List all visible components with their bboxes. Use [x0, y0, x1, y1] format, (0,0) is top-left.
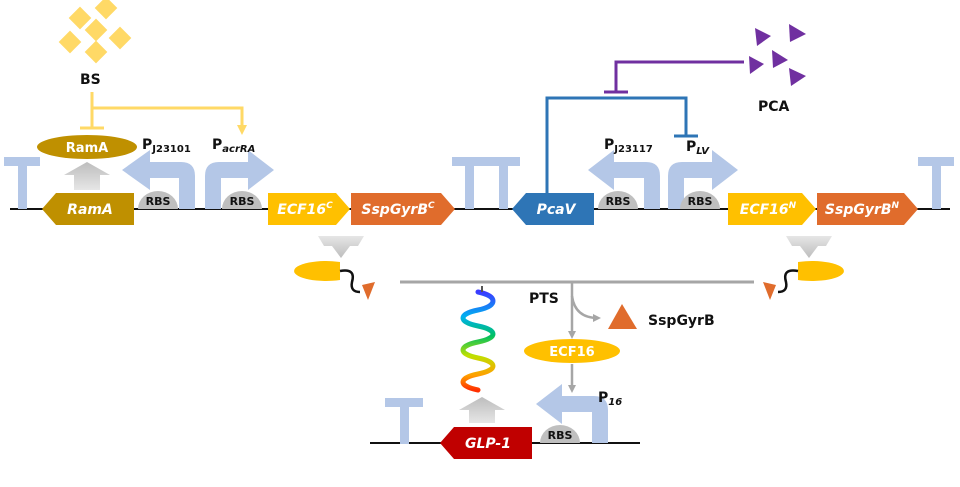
pca-regulation-line [604, 60, 744, 94]
expression-arrow-icon [318, 236, 364, 258]
promoter-j23117-icon [588, 150, 660, 209]
svg-text:RBS: RBS [606, 195, 631, 208]
gene-ecf16c: ECF16C [268, 193, 350, 225]
gene-pcav: PcaV [512, 193, 594, 225]
promoter-p16-label: P16 [598, 390, 622, 408]
svg-text:RBS: RBS [146, 195, 171, 208]
terminator-icon [452, 157, 486, 209]
svg-text:PcaV: PcaV [537, 202, 577, 218]
promoter-acrra-label: PacrRA [212, 137, 255, 155]
promoter-acrra-icon [205, 150, 274, 209]
promoter-lv-icon [668, 150, 738, 209]
svg-text:RamA: RamA [67, 202, 113, 218]
rbs-icon: RBS [598, 191, 638, 209]
expression-arrow-icon [64, 162, 110, 190]
glp1-peptide-helix-icon [460, 289, 496, 393]
terminator-icon [385, 398, 423, 444]
svg-text:SspGyrBN: SspGyrBN [825, 201, 900, 218]
promoter-j23101-icon [122, 150, 195, 209]
pca-molecules-icon [749, 24, 806, 86]
svg-text:RamA: RamA [66, 141, 108, 156]
promoter-p16-icon [536, 384, 608, 443]
terminator-icon [918, 157, 954, 209]
expression-arrow-icon [459, 397, 505, 423]
pca-label: PCA [758, 99, 790, 115]
svg-text:ECF16N: ECF16N [740, 201, 797, 218]
gene-sspgyrbc: SspGyrBC [351, 193, 455, 225]
ecf16-protein: ECF16 [524, 339, 620, 363]
rama-protein: RamA [37, 135, 137, 159]
bs-regulation-line [80, 92, 247, 135]
rbs-icon: RBS [222, 191, 262, 209]
pcav-regulation-line [545, 96, 698, 195]
sspgyrb-protein-icon [608, 304, 637, 329]
sspgyrb-label: SspGyrB [648, 313, 715, 329]
svg-text:RBS: RBS [230, 195, 255, 208]
split-protein-n-icon [763, 261, 844, 300]
gene-sspgyrbn: SspGyrBN [817, 193, 918, 225]
svg-text:RBS: RBS [548, 429, 573, 442]
gene-glp1: GLP-1 [440, 427, 532, 459]
svg-text:ECF16: ECF16 [549, 345, 594, 360]
terminator-icon [4, 157, 40, 209]
svg-text:RBS: RBS [688, 195, 713, 208]
bs-molecules-icon [58, 0, 132, 64]
expression-arrow-icon [786, 236, 832, 258]
terminator-icon [486, 157, 520, 209]
svg-text:ECF16C: ECF16C [277, 201, 333, 218]
promoter-lv-label: PLV [686, 139, 710, 157]
pts-label: PTS [529, 291, 559, 307]
promoter-j23101-label: PJ23101 [142, 137, 191, 155]
gene-ecf16n: ECF16N [728, 193, 816, 225]
bs-label: BS [80, 72, 101, 88]
rbs-icon: RBS [540, 425, 580, 443]
svg-text:SspGyrBC: SspGyrBC [361, 201, 435, 218]
rbs-icon: RBS [138, 191, 178, 209]
svg-text:GLP-1: GLP-1 [465, 436, 511, 452]
splicing-release-arrow-icon [570, 295, 601, 322]
promoter-j23117-label: PJ23117 [604, 137, 653, 155]
split-protein-c-icon [294, 261, 375, 300]
rbs-icon: RBS [680, 191, 720, 209]
gene-rama: RamA [42, 193, 134, 225]
